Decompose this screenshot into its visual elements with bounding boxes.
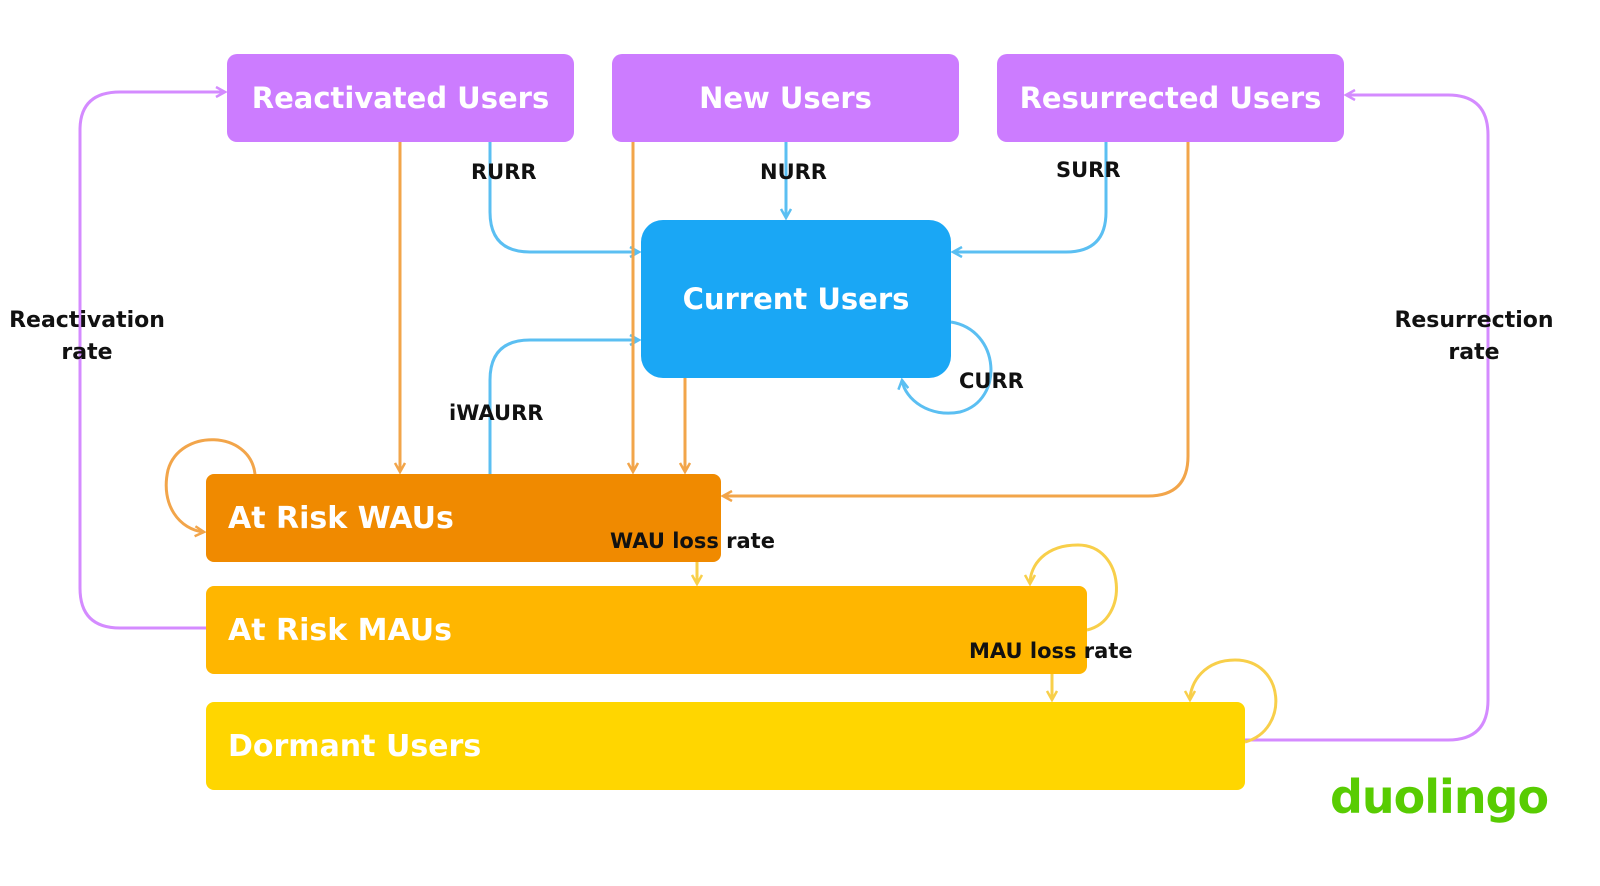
- wau-loss-rate-label: WAU loss rate: [610, 529, 775, 553]
- mau-self-loop-arrow: [1030, 543, 1118, 632]
- nurr-label: NURR: [760, 160, 827, 184]
- new-users-box: New Users: [612, 54, 959, 142]
- resurrected-users-box: Resurrected Users: [997, 54, 1344, 142]
- rurr-arrow: [488, 142, 639, 252]
- dormant-users-box: Dormant Users: [206, 702, 1245, 790]
- reactivation-arrow: [78, 92, 225, 630]
- surr-label: SURR: [1056, 158, 1121, 182]
- at-risk-maus-box: At Risk MAUs: [206, 586, 1087, 674]
- wau-self-loop-arrow: [164, 438, 257, 532]
- current-users-box: Current Users: [641, 220, 951, 378]
- reactivated-users-box: Reactivated Users: [227, 54, 574, 142]
- rurr-label: RURR: [471, 160, 537, 184]
- resurrection-rate-label: Resurrection rate: [1389, 305, 1559, 369]
- resurrection-rate-line2: rate: [1448, 340, 1500, 365]
- iwaurr-arrow: [488, 340, 639, 474]
- dormant-self-loop-arrow: [1190, 658, 1278, 744]
- at-risk-waus-box: At Risk WAUs: [206, 474, 721, 562]
- resurrection-rate-line1: Resurrection: [1394, 308, 1554, 333]
- reactivation-rate-line2: rate: [61, 340, 113, 365]
- mau-loss-rate-label: MAU loss rate: [969, 639, 1133, 663]
- curr-label: CURR: [959, 369, 1024, 393]
- reactivation-rate-line1: Reactivation: [9, 308, 165, 333]
- iwaurr-label: iWAURR: [449, 401, 544, 425]
- resurrected-to-wau-arrow: [723, 142, 1190, 496]
- curr-loop-arrow: [902, 320, 993, 415]
- surr-arrow: [953, 142, 1108, 252]
- reactivation-rate-label: Reactivation rate: [2, 305, 172, 369]
- resurrection-arrow: [1245, 95, 1490, 742]
- duolingo-logo: duolingo: [1330, 770, 1549, 824]
